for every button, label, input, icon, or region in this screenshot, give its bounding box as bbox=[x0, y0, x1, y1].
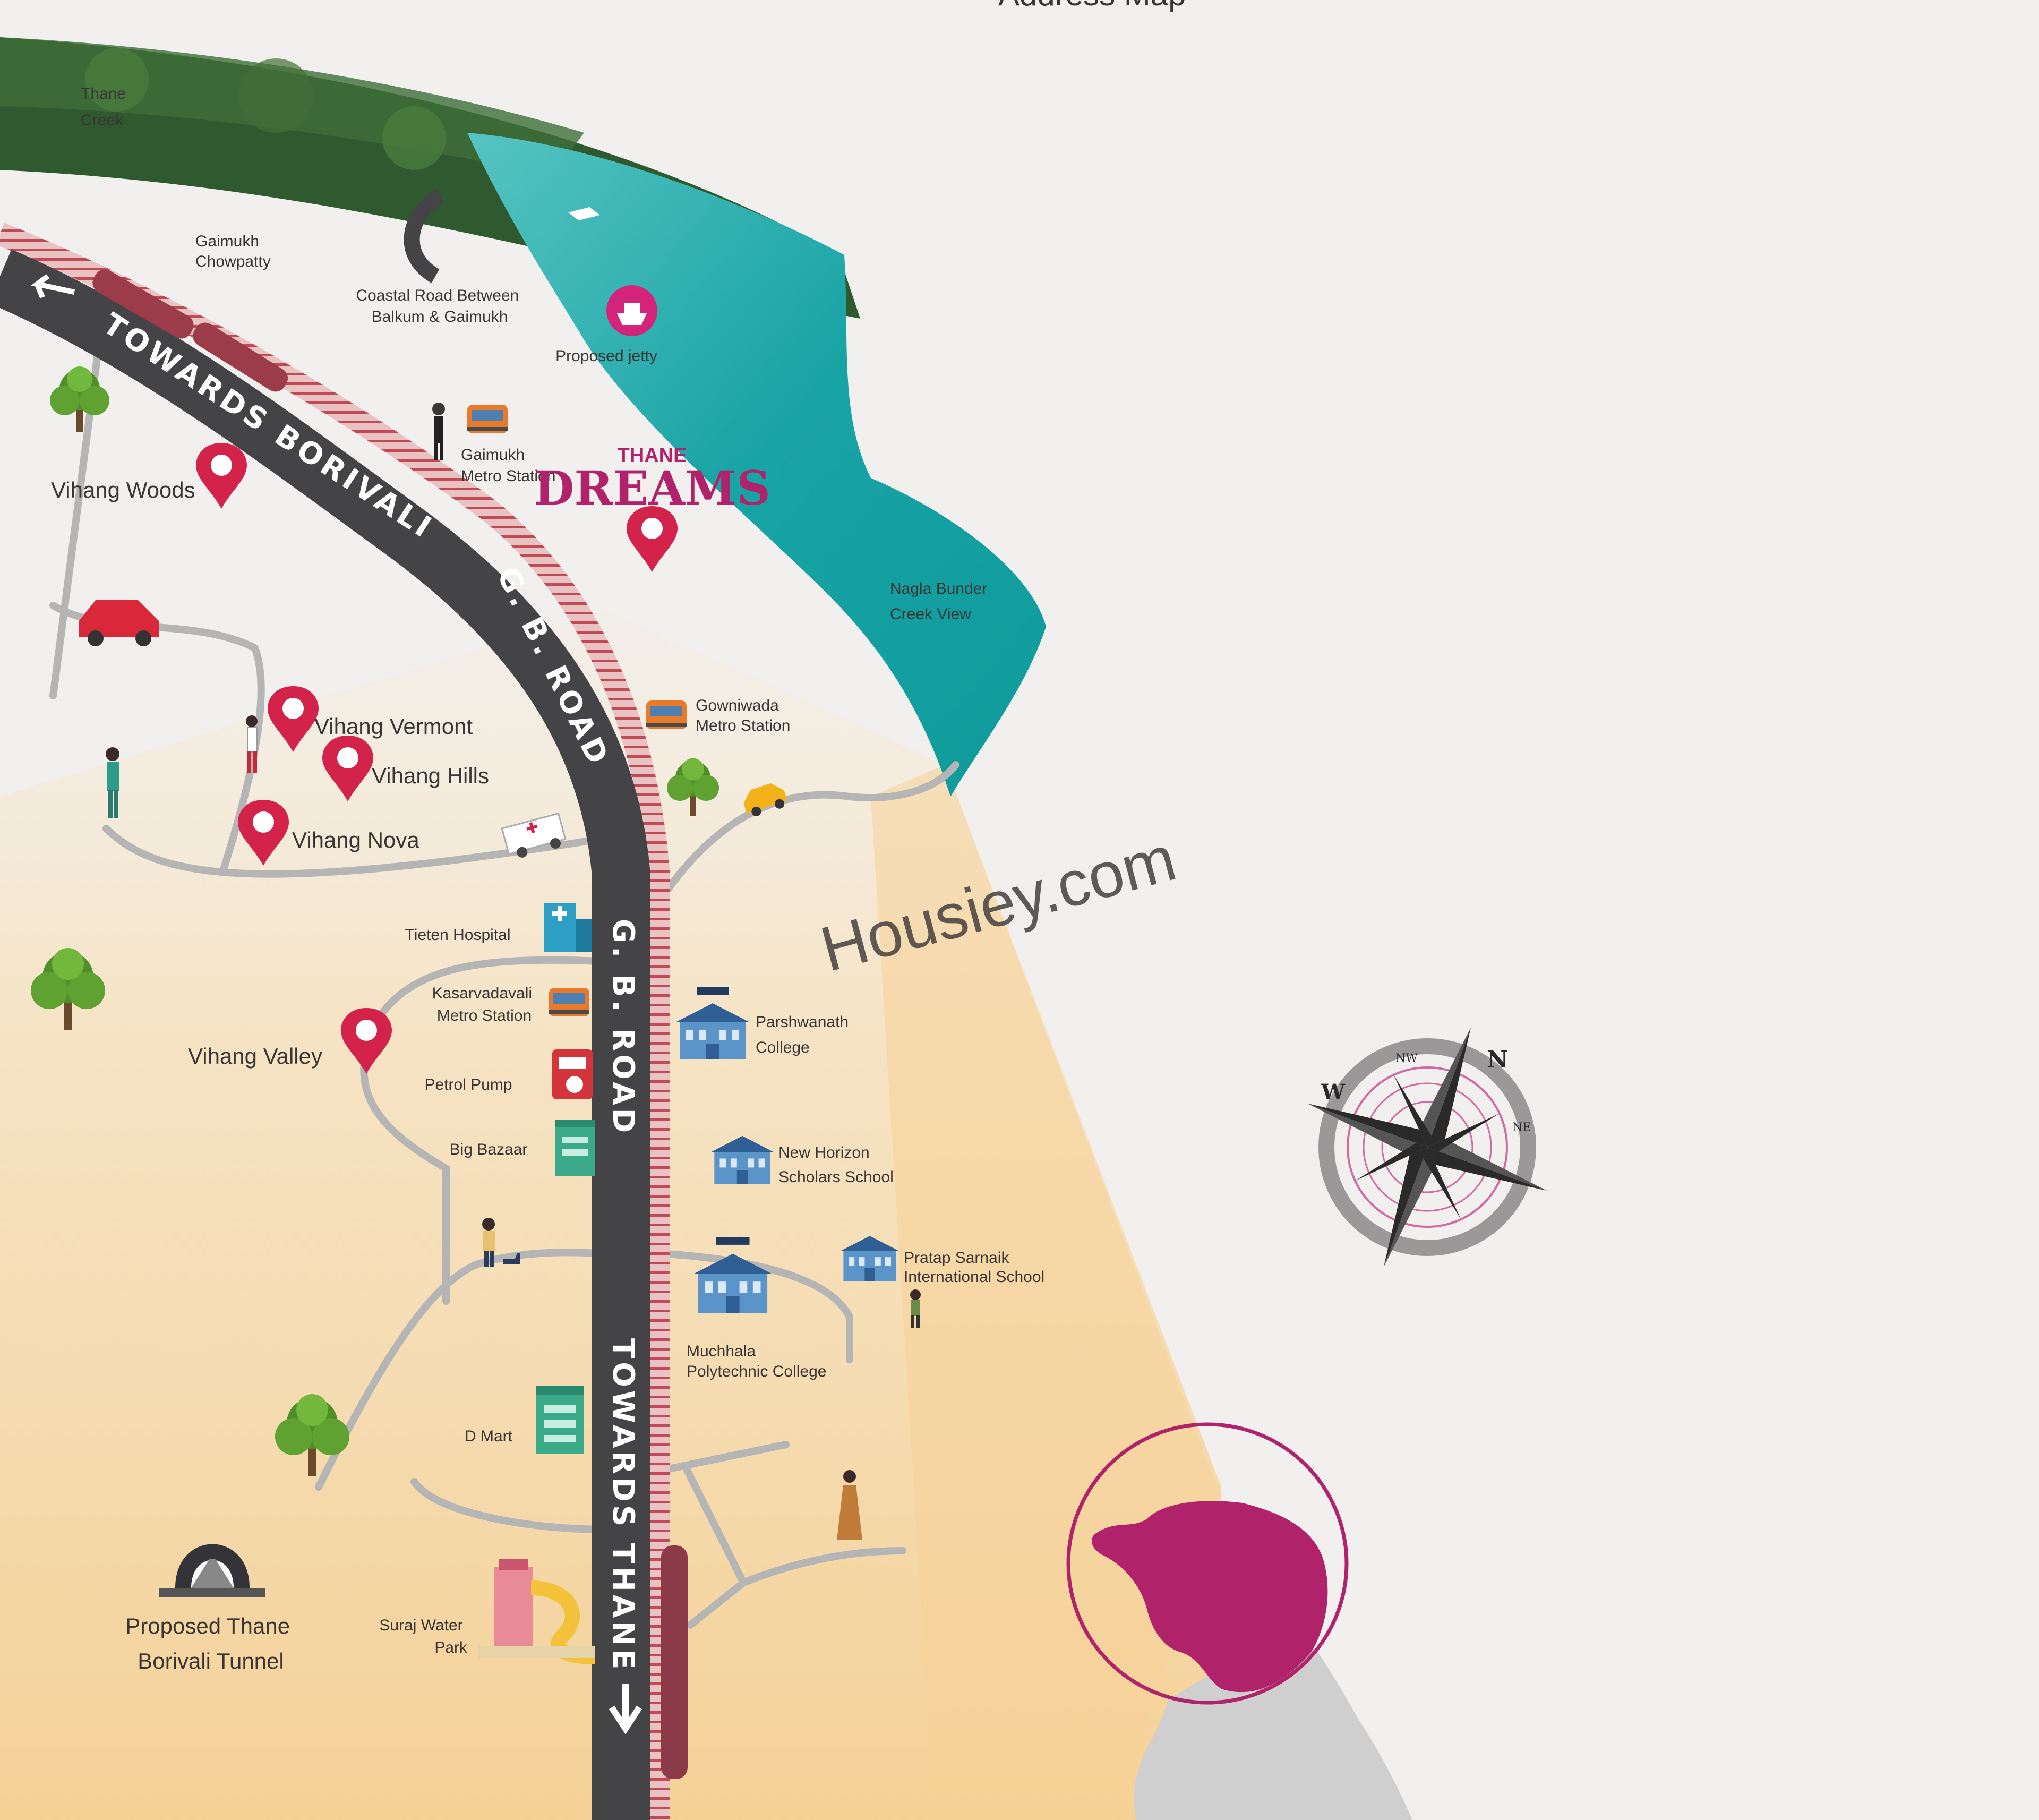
petrol-pump-icon bbox=[552, 1049, 593, 1099]
gowniwada-metro-label: Gowniwada Metro Station bbox=[696, 697, 790, 734]
kasarvadavali-metro-label: Kasarvadavali Metro Station bbox=[432, 985, 537, 1024]
thane-creek-label: Thane Creek bbox=[81, 85, 130, 129]
compass-icon: N W NW NE bbox=[1307, 1027, 1547, 1267]
muchhala-label: Muchhala Polytechnic College bbox=[687, 1343, 826, 1380]
vihang-hills-label: Vihang Hills bbox=[372, 763, 489, 788]
towards-thane-label: TOWARDS THANE bbox=[606, 1338, 640, 1672]
college-icon bbox=[693, 1237, 772, 1313]
vihang-vermont-label: Vihang Vermont bbox=[314, 714, 473, 739]
metro-train-icon bbox=[549, 988, 589, 1016]
person-icon bbox=[432, 403, 445, 460]
water-park-icon bbox=[478, 1559, 595, 1664]
gaimukh-metro-label: Gaimukh Metro Station bbox=[461, 446, 555, 485]
car-icon bbox=[743, 783, 787, 816]
parshwanath-college-label: Parshwanath College bbox=[756, 1013, 853, 1056]
metro-train-icon bbox=[646, 700, 687, 729]
arrow-down-icon bbox=[609, 1684, 642, 1735]
vihang-nova-label: Vihang Nova bbox=[292, 827, 419, 852]
arrow-left-icon bbox=[31, 274, 75, 298]
svg-text:N: N bbox=[1487, 1046, 1508, 1073]
locator-inset bbox=[1066, 1422, 1412, 1820]
svg-text:W: W bbox=[1321, 1080, 1346, 1105]
tunnel-icon bbox=[159, 1544, 265, 1597]
d-mart-label: D Mart bbox=[465, 1428, 513, 1445]
shop-icon bbox=[536, 1386, 584, 1454]
college-icon bbox=[675, 987, 750, 1059]
proposed-jetty-label: Proposed jetty bbox=[555, 347, 657, 365]
svg-text:NE: NE bbox=[1512, 1121, 1531, 1134]
person-icon bbox=[106, 715, 258, 818]
car-icon bbox=[79, 600, 159, 646]
shop-icon bbox=[555, 1120, 595, 1176]
gaimukh-chowpatty-label: Gaimukh Chowpatty bbox=[195, 233, 271, 270]
svg-text:THANE: THANE bbox=[618, 445, 687, 467]
metro-train-icon bbox=[467, 405, 508, 433]
header-text: Address Map bbox=[998, 0, 1186, 12]
person-icon bbox=[482, 1218, 520, 1267]
statue-icon bbox=[837, 1470, 862, 1540]
tieten-hospital-label: Tieten Hospital bbox=[405, 926, 511, 944]
gb-road bbox=[0, 249, 650, 1820]
boat-icon bbox=[568, 207, 600, 220]
pratap-sarnaik-label: Pratap Sarnaik International School bbox=[904, 1249, 1044, 1286]
proposed-tunnel-label: Proposed Thane Borivali Tunnel bbox=[125, 1613, 296, 1673]
coastal-road-label: Coastal Road Between Balkum & Gaimukh bbox=[356, 287, 523, 326]
vihang-valley-label: Vihang Valley bbox=[188, 1044, 322, 1069]
petrol-pump-label: Petrol Pump bbox=[424, 1076, 512, 1093]
gb-road-lower-label: G. B. ROAD bbox=[606, 919, 640, 1136]
svg-text:NW: NW bbox=[1395, 1052, 1418, 1065]
person-icon bbox=[910, 1289, 921, 1328]
suraj-water-park-label: Suraj Water Park bbox=[379, 1617, 468, 1656]
coastal-road-icon bbox=[404, 189, 445, 284]
ambulance-icon bbox=[501, 812, 567, 858]
new-horizon-label: New Horizon Scholars School bbox=[778, 1144, 894, 1186]
vihang-woods-label: Vihang Woods bbox=[51, 477, 195, 502]
big-bazaar-label: Big Bazaar bbox=[450, 1141, 528, 1158]
train-icon bbox=[92, 269, 688, 1779]
jetty-icon bbox=[606, 285, 657, 336]
nagla-bunder-label: Nagla Bunder Creek View bbox=[890, 580, 992, 623]
hospital-icon bbox=[544, 903, 592, 952]
